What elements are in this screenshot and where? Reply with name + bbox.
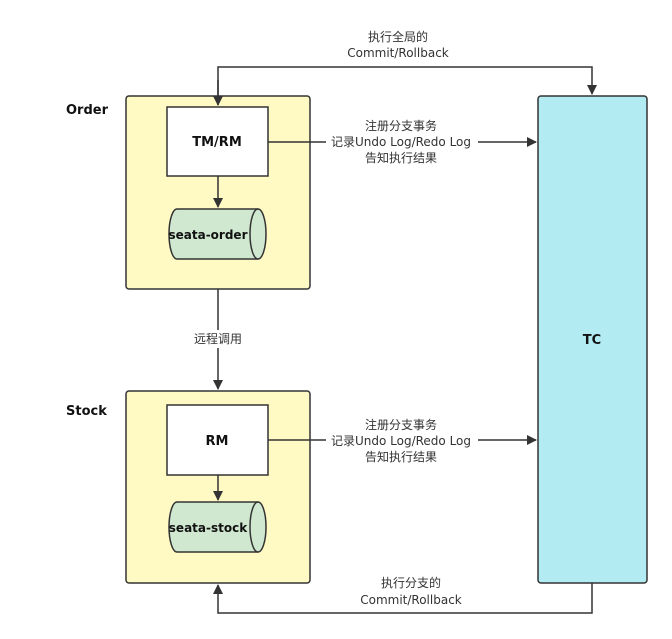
- reg-bottom-line2: 记录Undo Log/Redo Log: [331, 434, 471, 448]
- seata-order-label: seata-order: [168, 228, 247, 242]
- seata-stock-db: [168, 501, 267, 553]
- branch-commit-line2: Commit/Rollback: [360, 593, 462, 607]
- rm-label: RM: [206, 434, 229, 449]
- reg-label-bg-top: [326, 134, 478, 150]
- reg-top-line2: 记录Undo Log/Redo Log: [331, 135, 471, 149]
- tc-label: TC: [583, 333, 601, 348]
- reg-label-bg-bottom: [326, 432, 478, 448]
- reg-top-line1: 注册分支事务: [365, 118, 437, 133]
- branch-commit-line1: 执行分支的: [381, 575, 441, 590]
- remote-call-bg: [190, 330, 246, 348]
- order-label: Order: [66, 103, 109, 118]
- tmrm-label: TM/RM: [192, 135, 242, 150]
- stock-label: Stock: [66, 404, 107, 419]
- branch-commit-arrow: [213, 583, 593, 614]
- reg-top-line3: 告知执行结果: [365, 151, 437, 165]
- reg-bottom-line1: 注册分支事务: [365, 417, 437, 432]
- seata-stock-label: seata-stock: [169, 521, 248, 535]
- seata-order-db: [168, 208, 267, 260]
- remote-call-label: 远程调用: [194, 331, 242, 346]
- global-commit-line2: Commit/Rollback: [347, 46, 449, 60]
- global-commit-line1: 执行全局的: [368, 29, 428, 44]
- reg-bottom-line3: 告知执行结果: [365, 450, 437, 464]
